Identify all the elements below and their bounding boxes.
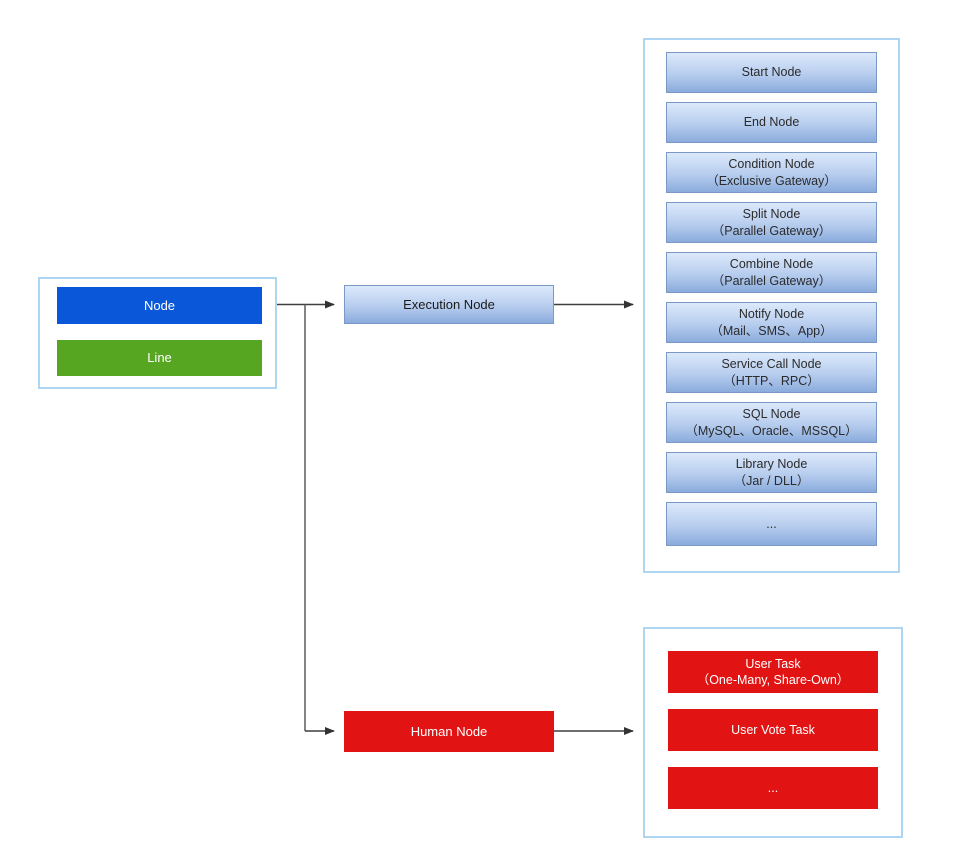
- execution-type-shape: Service Call Node（HTTP、RPC）: [666, 352, 877, 393]
- execution-types-panel: Start Node End Node Condition Node（Exclu…: [643, 38, 900, 573]
- execution-type-shape: Notify Node（Mail、SMS、App）: [666, 302, 877, 343]
- execution-type-shape: Combine Node（Parallel Gateway）: [666, 252, 877, 293]
- line-legend-shape: Line: [57, 339, 262, 376]
- human-type-shape: User Task（One-Many, Share-Own）: [668, 651, 878, 693]
- human-node-shape: Human Node: [344, 711, 554, 752]
- human-types-panel: User Task（One-Many, Share-Own） User Vote…: [643, 627, 903, 838]
- execution-type-shape: Start Node: [666, 52, 877, 93]
- execution-type-shape: Library Node（Jar / DLL）: [666, 452, 877, 493]
- execution-node-shape: Execution Node: [344, 285, 554, 324]
- node-legend-shape: Node: [57, 287, 262, 324]
- human-type-shape: ...: [668, 767, 878, 809]
- execution-type-shape: ...: [666, 502, 877, 546]
- human-type-shape: User Vote Task: [668, 709, 878, 751]
- legend-panel: Node Line: [38, 277, 277, 389]
- execution-type-shape: Condition Node（Exclusive Gateway）: [666, 152, 877, 193]
- execution-type-shape: Split Node（Parallel Gateway）: [666, 202, 877, 243]
- execution-type-shape: SQL Node（MySQL、Oracle、MSSQL）: [666, 402, 877, 443]
- execution-type-shape: End Node: [666, 102, 877, 143]
